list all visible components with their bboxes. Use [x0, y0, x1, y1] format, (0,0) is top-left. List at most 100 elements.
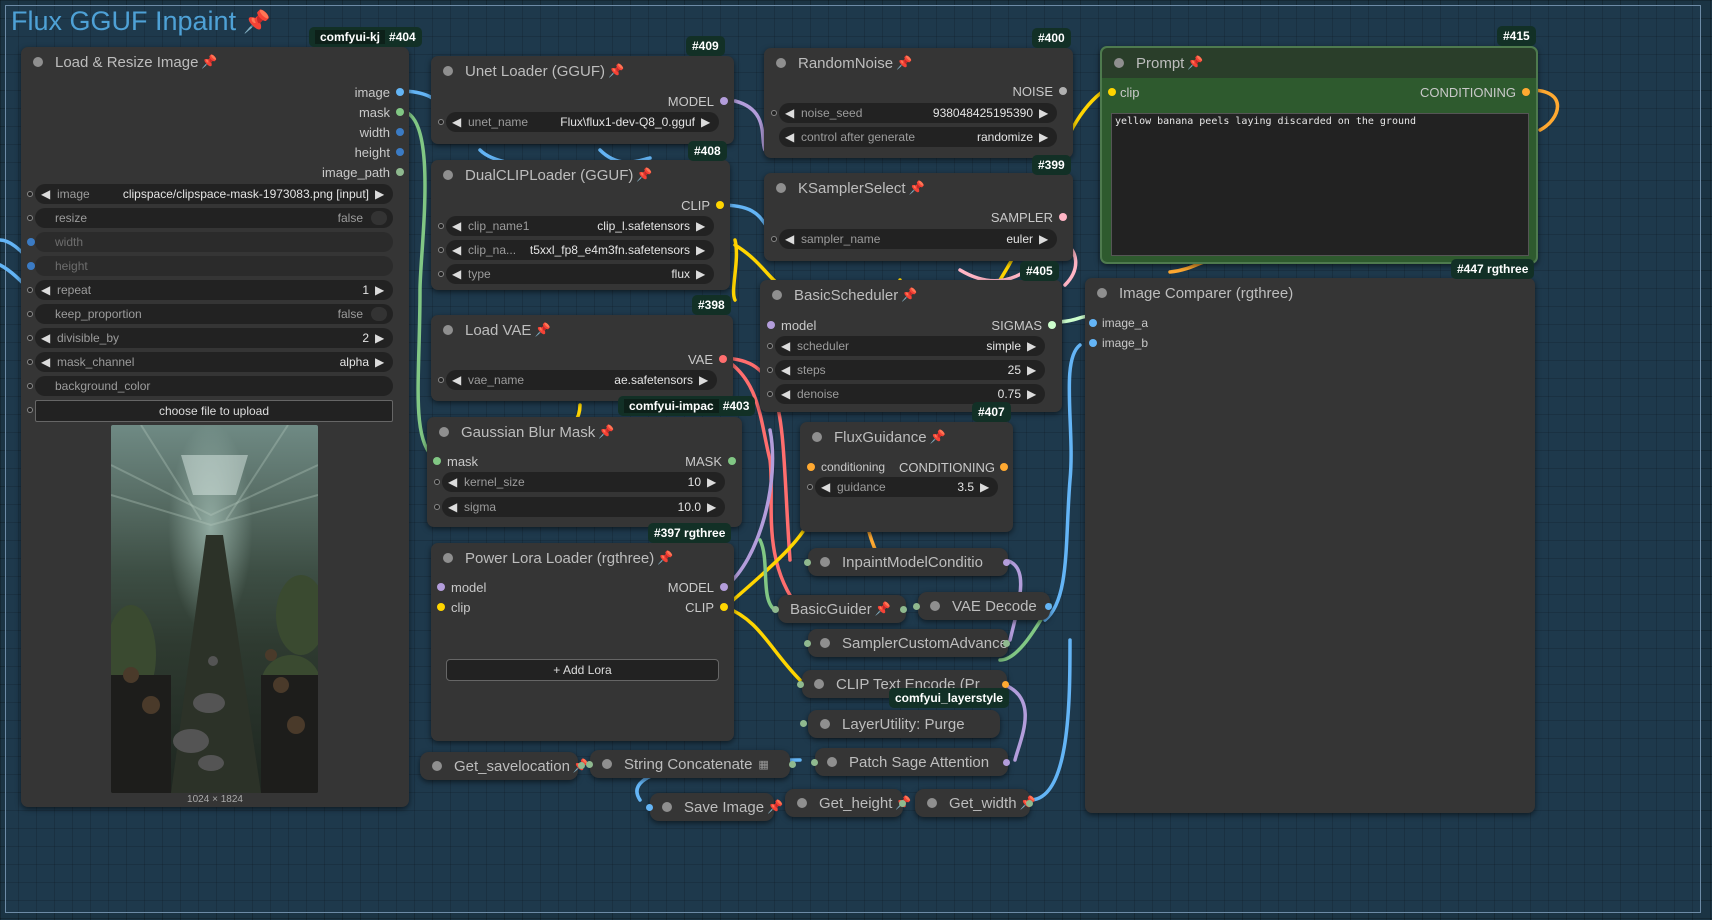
input-socket[interactable]: [913, 603, 920, 610]
output-socket[interactable]: [899, 800, 906, 807]
flux-guidance-node[interactable]: FluxGuidance📌 conditioning CONDITIONING …: [800, 422, 1013, 532]
widget-input-dot[interactable]: [807, 484, 813, 490]
output-conditioning-socket[interactable]: [1000, 463, 1008, 471]
collapse-dot[interactable]: [776, 58, 786, 68]
output-mask-socket[interactable]: [728, 457, 736, 465]
output-sigmas-socket[interactable]: [1048, 321, 1056, 329]
output-socket[interactable]: [578, 762, 585, 769]
widget-input-dot[interactable]: [767, 391, 773, 397]
output-model-socket[interactable]: [720, 97, 728, 105]
widget-input-dot[interactable]: [771, 236, 777, 242]
widget-input-dot[interactable]: [27, 359, 33, 365]
input-socket[interactable]: [586, 761, 593, 768]
widget-input-dot[interactable]: [27, 215, 33, 221]
string-concatenate-node[interactable]: String Concatenate▦: [590, 750, 790, 778]
output-vae-socket[interactable]: [719, 355, 727, 363]
collapse-dot[interactable]: [432, 761, 442, 771]
save-image-node[interactable]: Save Image📌: [650, 793, 783, 821]
layerutility-purge-node[interactable]: LayerUtility: Purge: [808, 710, 1000, 738]
node-title-bar[interactable]: Power Lora Loader (rgthree)📌: [431, 543, 734, 573]
output-clip-socket[interactable]: [720, 603, 728, 611]
collapse-dot[interactable]: [1114, 58, 1124, 68]
collapse-dot[interactable]: [820, 638, 830, 648]
widget-input-dot[interactable]: [767, 367, 773, 373]
inpaint-model-conditioning-node[interactable]: InpaintModelConditio: [808, 548, 1008, 576]
patch-sage-attention-node[interactable]: Patch Sage Attention: [815, 748, 1008, 776]
collapse-dot[interactable]: [930, 601, 940, 611]
output-conditioning-socket[interactable]: [1522, 88, 1530, 96]
widget-input-dot[interactable]: [767, 343, 773, 349]
output-socket[interactable]: [1002, 681, 1009, 688]
node-title-bar[interactable]: Unet Loader (GGUF)📌: [431, 56, 734, 86]
get-width-node[interactable]: Get_width📌: [915, 789, 1036, 817]
output-socket[interactable]: [1045, 603, 1052, 610]
output-height-socket[interactable]: [396, 148, 404, 156]
collapse-dot[interactable]: [662, 802, 672, 812]
collapse-dot[interactable]: [797, 798, 807, 808]
widget-input-dot[interactable]: [438, 247, 444, 253]
input-socket[interactable]: [800, 720, 807, 727]
input-clip-socket[interactable]: [1108, 88, 1116, 96]
gaussian-blur-mask-node[interactable]: Gaussian Blur Mask📌 mask MASK ◀kernel_si…: [427, 417, 742, 527]
clip-name2-combo[interactable]: ◀clip_na...t5xxl_fp8_e4m3fn.safetensors▶: [446, 240, 714, 260]
output-socket[interactable]: [1003, 640, 1010, 647]
input-socket[interactable]: [804, 640, 811, 647]
node-title-bar[interactable]: KSamplerSelect📌: [764, 173, 1073, 203]
collapse-dot[interactable]: [820, 719, 830, 729]
collapse-dot[interactable]: [814, 679, 824, 689]
widget-input-dot[interactable]: [438, 119, 444, 125]
input-socket[interactable]: [646, 804, 653, 811]
node-title-bar[interactable]: BasicScheduler📌: [760, 280, 1062, 310]
basic-guider-node[interactable]: BasicGuider📌: [778, 595, 906, 623]
output-image-path-socket[interactable]: [396, 168, 404, 176]
input-image-b-socket[interactable]: [1089, 339, 1097, 347]
power-lora-loader-node[interactable]: Power Lora Loader (rgthree)📌 model clip …: [431, 543, 734, 741]
widget-input-dot[interactable]: [27, 407, 33, 413]
node-title-bar[interactable]: Image Comparer (rgthree): [1085, 278, 1535, 308]
output-noise-socket[interactable]: [1059, 87, 1067, 95]
add-lora-button[interactable]: + Add Lora: [446, 659, 719, 681]
widget-input-dot[interactable]: [27, 335, 33, 341]
widget-input-dot[interactable]: [27, 191, 33, 197]
collapse-dot[interactable]: [443, 170, 453, 180]
node-title-bar[interactable]: Load & Resize Image📌: [21, 47, 409, 77]
collapse-dot[interactable]: [1097, 288, 1107, 298]
widget-input-dot[interactable]: [27, 311, 33, 317]
collapse-dot[interactable]: [443, 325, 453, 335]
group-title[interactable]: Flux GGUF Inpaint📌: [11, 6, 270, 37]
collapse-dot[interactable]: [33, 57, 43, 67]
widget-input-dot[interactable]: [771, 110, 777, 116]
width-input-socket[interactable]: [27, 238, 35, 246]
get-savelocation-node[interactable]: Get_savelocation📌: [420, 752, 589, 780]
widget-input-dot[interactable]: [27, 287, 33, 293]
collapse-dot[interactable]: [443, 66, 453, 76]
output-socket[interactable]: [1003, 559, 1010, 566]
widget-input-dot[interactable]: [438, 377, 444, 383]
vae-decode-node[interactable]: VAE Decode: [918, 592, 1050, 620]
node-title-bar[interactable]: Gaussian Blur Mask📌: [427, 417, 742, 447]
output-clip-socket[interactable]: [716, 201, 724, 209]
node-title-bar[interactable]: RandomNoise📌: [764, 48, 1073, 78]
output-image-socket[interactable]: [396, 88, 404, 96]
collapse-dot[interactable]: [827, 757, 837, 767]
